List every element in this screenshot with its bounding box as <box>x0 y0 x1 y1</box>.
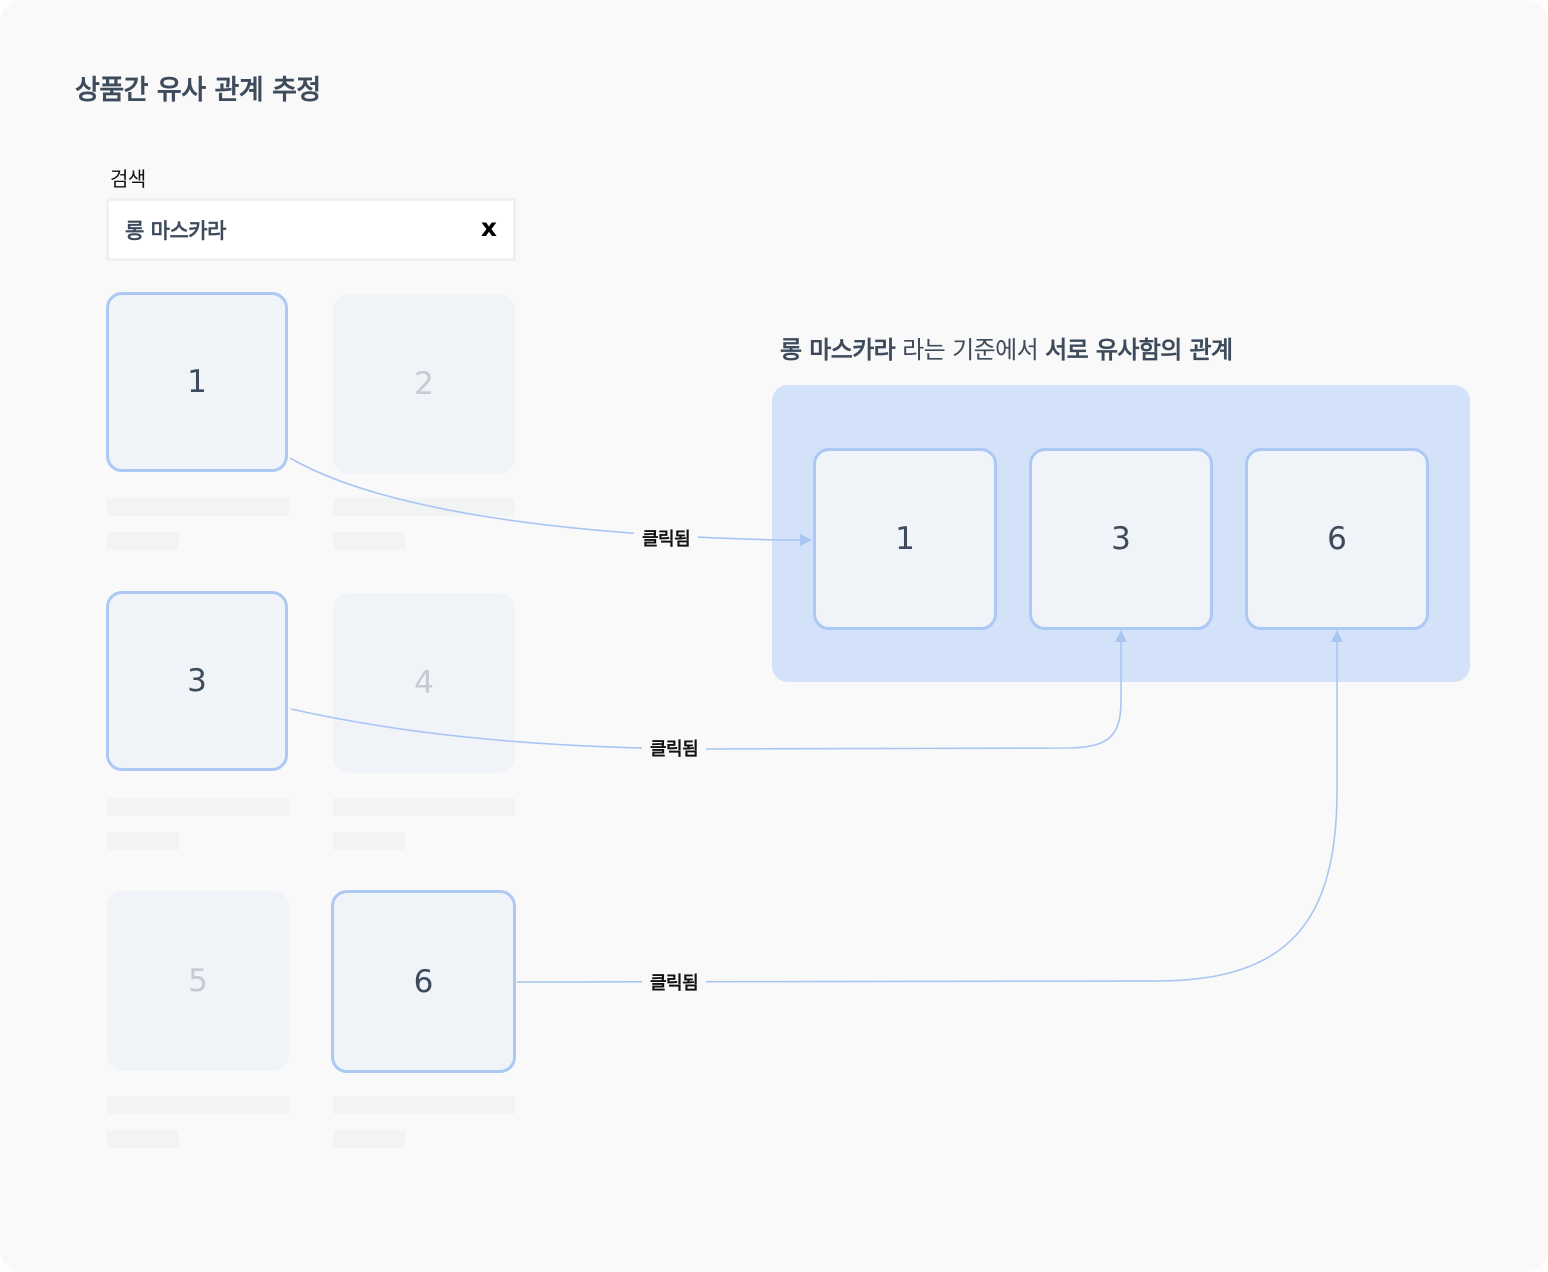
related-product-number: 1 <box>895 521 915 557</box>
result-heading: 롱 마스카라 라는 기준에서 서로 유사함의 관계 <box>780 330 1233 365</box>
product-name-placeholder <box>107 798 289 816</box>
product-name-placeholder <box>333 498 515 516</box>
product-name-placeholder <box>107 498 289 516</box>
connector-1 <box>289 457 812 546</box>
product-card-3[interactable]: 3 <box>106 591 288 771</box>
clicked-label-1: 클릭됨 <box>634 525 699 551</box>
related-product-card-6[interactable]: 6 <box>1245 448 1429 630</box>
clear-search-button[interactable]: x <box>480 213 497 242</box>
connector-3 <box>290 630 1127 750</box>
result-keyword: 롱 마스카라 <box>780 336 896 364</box>
product-card-4[interactable]: 4 <box>333 593 515 773</box>
related-product-card-3[interactable]: 3 <box>1029 448 1213 630</box>
clicked-label-3: 클릭됨 <box>642 735 707 761</box>
product-number: 5 <box>188 963 208 999</box>
connector-6 <box>516 630 1343 983</box>
page-title: 상품간 유사 관계 추정 <box>75 75 321 106</box>
product-price-placeholder <box>107 1130 179 1148</box>
product-number: 6 <box>413 963 434 1000</box>
product-card-1[interactable]: 1 <box>106 292 288 472</box>
product-name-placeholder <box>333 798 515 816</box>
product-name-placeholder <box>333 1096 515 1114</box>
related-product-card-1[interactable]: 1 <box>813 448 997 630</box>
search-input[interactable]: 롱 마스카라 x <box>106 198 516 261</box>
clicked-label-6: 클릭됨 <box>642 969 707 995</box>
product-number: 1 <box>187 364 207 400</box>
product-name-placeholder <box>107 1096 289 1114</box>
product-card-2[interactable]: 2 <box>333 294 515 474</box>
result-emphasis: 서로 유사함의 관계 <box>1045 336 1233 364</box>
product-price-placeholder <box>333 832 405 850</box>
product-number: 3 <box>187 663 207 699</box>
product-number: 2 <box>414 366 434 402</box>
product-price-placeholder <box>333 1130 405 1148</box>
product-price-placeholder <box>107 532 179 550</box>
product-number: 4 <box>414 665 434 701</box>
result-heading-middle: 라는 기준에서 <box>895 336 1046 364</box>
product-price-placeholder <box>107 832 179 850</box>
product-price-placeholder <box>333 532 405 550</box>
product-card-6[interactable]: 6 <box>331 890 516 1073</box>
related-product-number: 6 <box>1327 521 1347 557</box>
search-value: 롱 마스카라 <box>125 219 226 243</box>
related-product-number: 3 <box>1111 521 1131 557</box>
product-card-5[interactable]: 5 <box>107 891 289 1071</box>
search-label: 검색 <box>110 167 146 191</box>
